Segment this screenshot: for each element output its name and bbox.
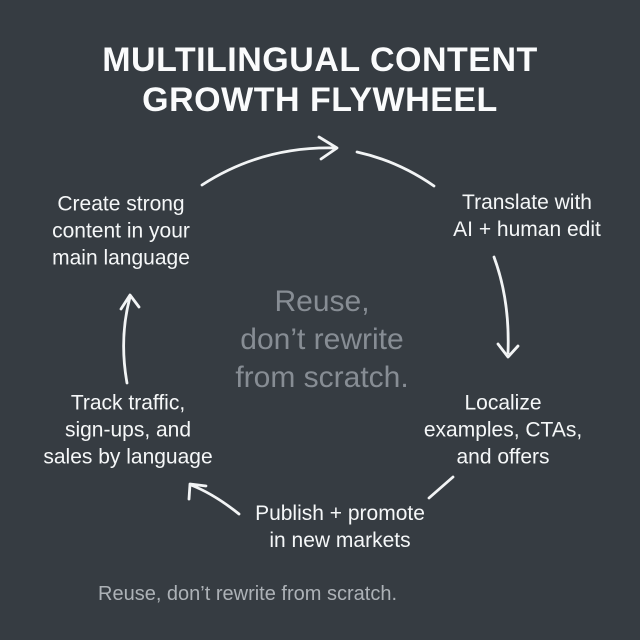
flywheel-node-track: Track traffic, sign-ups, and sales by la… — [43, 390, 212, 471]
bottom-caption: Reuse, don’t rewrite from scratch. — [98, 583, 397, 605]
arrow-create-to-top-icon — [200, 135, 339, 187]
node-translate-line-2: AI + human edit — [453, 218, 601, 241]
node-track-line-3: sales by language — [43, 445, 213, 469]
node-publish-line-2: in new markets — [269, 529, 411, 552]
center-message-line-3: from scratch. — [235, 361, 409, 394]
arc-localize-to-publish-icon — [427, 475, 455, 500]
flywheel-node-translate: Translate with AI + human edit — [453, 189, 601, 243]
center-message: Reuse, don’t rewrite from scratch. — [235, 283, 408, 397]
node-publish-line-1: Publish + promote — [255, 502, 425, 525]
node-track-line-2: sign-ups, and — [64, 418, 192, 442]
node-localize-line-1: Localize — [464, 391, 542, 415]
page-title-line-2: GROWTH FLYWHEEL — [142, 81, 498, 119]
page-title-line-1: MULTILINGUAL CONTENT — [102, 41, 538, 79]
center-message-line-1: Reuse, — [274, 285, 370, 318]
flywheel-node-localize: Localize examples, CTAs, and offers — [424, 390, 582, 471]
arrow-track-to-create-icon — [119, 293, 141, 385]
center-message-line-2: don’t rewrite — [240, 323, 404, 356]
node-create-line-1: Create strong — [57, 192, 185, 216]
node-create-line-2: content in your — [52, 219, 190, 243]
arc-top-to-translate-icon — [355, 150, 436, 188]
node-track-line-1: Track traffic, — [70, 391, 186, 415]
node-translate-line-1: Translate with — [462, 191, 592, 214]
page-title: MULTILINGUAL CONTENT GROWTH FLYWHEEL — [20, 40, 620, 120]
node-localize-line-3: and offers — [456, 445, 550, 469]
node-create-line-3: main language — [52, 246, 190, 270]
node-localize-line-2: examples, CTAs, — [423, 418, 583, 442]
arrow-publish-to-track-icon — [187, 482, 241, 516]
arrow-translate-to-localize-icon — [492, 255, 520, 359]
flywheel-node-publish: Publish + promote in new markets — [255, 500, 425, 554]
flywheel-node-create: Create strong content in your main langu… — [52, 191, 190, 272]
